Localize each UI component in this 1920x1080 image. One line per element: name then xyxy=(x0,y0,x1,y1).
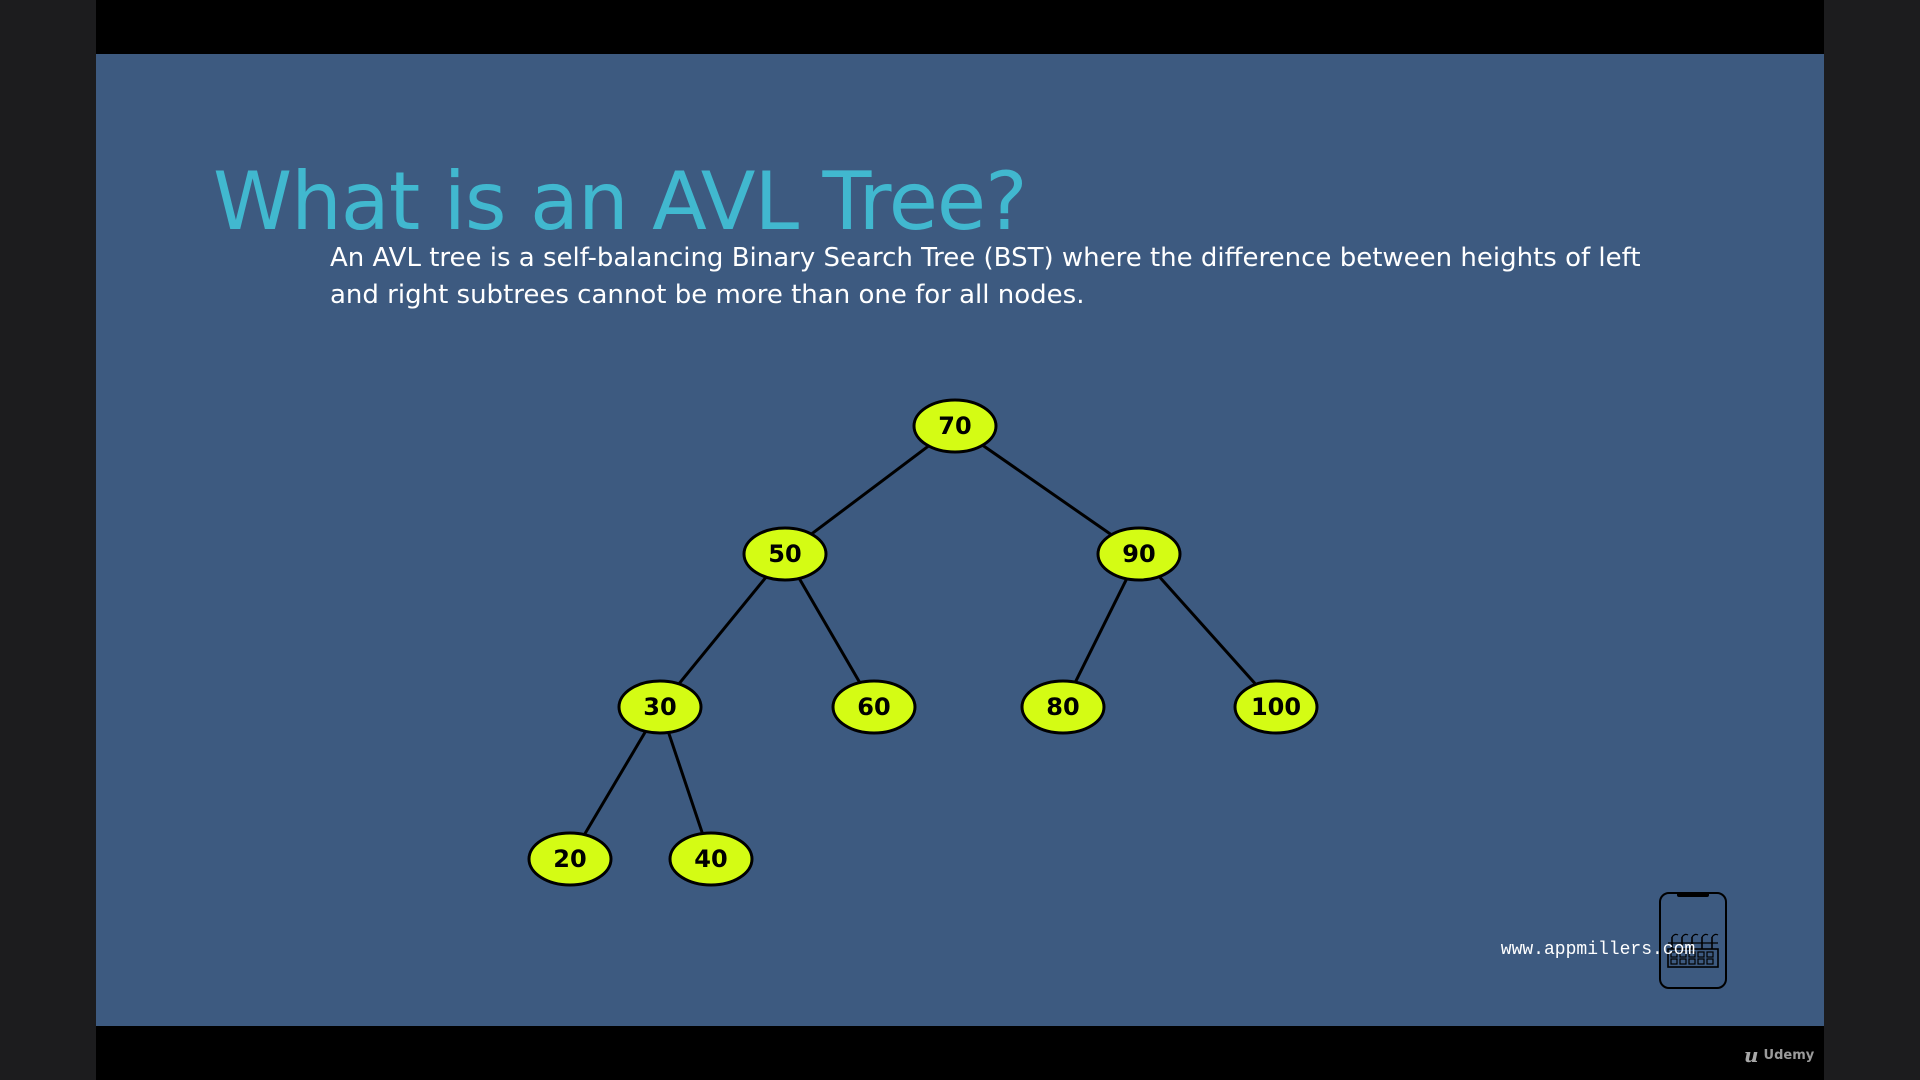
tree-node-ellipse xyxy=(742,526,828,582)
tree-node-50: 50 xyxy=(742,526,828,582)
tree-node-ellipse xyxy=(1096,526,1182,582)
tree-node-label: 40 xyxy=(694,845,727,873)
tree-node-40: 40 xyxy=(668,831,754,887)
udemy-logo-icon: u xyxy=(1744,1043,1759,1067)
udemy-label: Udemy xyxy=(1763,1047,1815,1063)
tree-edge-90-100 xyxy=(1158,575,1257,686)
tree-edge-50-60 xyxy=(797,577,862,684)
tree-node-label: 20 xyxy=(553,845,586,873)
tree-edge-70-90 xyxy=(981,443,1113,537)
tree-node-label: 80 xyxy=(1046,693,1079,721)
tree-node-label: 100 xyxy=(1251,693,1301,721)
avl-tree-diagram: 70 50 90 30 60 80 100 20 40 xyxy=(527,398,1319,887)
tree-node-ellipse xyxy=(1020,679,1106,735)
slide-title: What is an AVL Tree? xyxy=(213,155,1028,248)
tree-edge-90-80 xyxy=(1073,578,1129,683)
tree-node-ellipse xyxy=(831,679,917,735)
slide: What is an AVL Tree? An AVL tree is a se… xyxy=(96,54,1824,1026)
udemy-watermark: u Udemy xyxy=(1744,1043,1814,1067)
tree-edge-30-20 xyxy=(583,730,647,836)
tree-node-ellipse xyxy=(1233,679,1319,735)
tree-node-20: 20 xyxy=(527,831,613,887)
phone-factory-icon xyxy=(1659,892,1727,989)
tree-node-ellipse xyxy=(617,679,703,735)
tree-node-ellipse xyxy=(668,831,754,887)
tree-edge-50-30 xyxy=(677,576,768,685)
tree-node-label: 70 xyxy=(938,412,971,440)
tree-node-100: 100 xyxy=(1233,679,1319,735)
tree-edge-30-40 xyxy=(667,731,704,835)
tree-node-ellipse xyxy=(912,398,998,454)
tree-node-ellipse xyxy=(527,831,613,887)
tree-node-60: 60 xyxy=(831,679,917,735)
tree-node-label: 50 xyxy=(768,540,801,568)
tree-edge-70-50 xyxy=(810,444,930,536)
slide-description: An AVL tree is a self-balancing Binary S… xyxy=(330,243,1641,310)
website-url: www.appmillers.com xyxy=(1500,940,1696,960)
tree-node-80: 80 xyxy=(1020,679,1106,735)
tree-node-30: 30 xyxy=(617,679,703,735)
tree-node-label: 90 xyxy=(1122,540,1155,568)
tree-node-70: 70 xyxy=(912,398,998,454)
tree-node-label: 60 xyxy=(857,693,890,721)
tree-node-label: 30 xyxy=(643,693,676,721)
tree-node-90: 90 xyxy=(1096,526,1182,582)
